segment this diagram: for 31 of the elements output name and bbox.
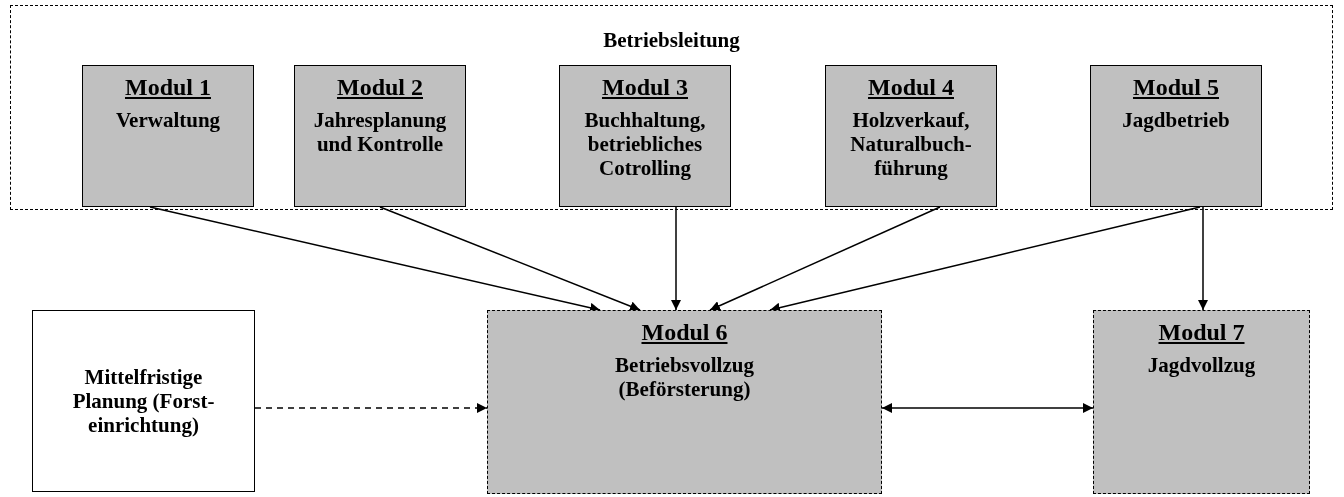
group-heading: Betriebsleitung <box>603 28 740 53</box>
module-box <box>487 310 882 494</box>
module-description: Verwaltung <box>115 107 221 132</box>
module-description: Holzverkauf, Naturalbuch-führung <box>849 107 973 180</box>
arrow <box>254 403 488 413</box>
module-title: Modul 6 <box>641 319 728 347</box>
module-box <box>82 65 254 207</box>
arrow <box>1198 206 1208 311</box>
module-title: Modul 1 <box>125 74 211 102</box>
module-title: Modul 5 <box>1133 74 1219 102</box>
module-box <box>1090 65 1262 207</box>
module-description: Jagdvollzug <box>1147 352 1256 377</box>
module-box <box>294 65 466 207</box>
planning-box <box>32 310 255 492</box>
module-title: Modul 4 <box>868 74 954 102</box>
module-box <box>1093 310 1310 494</box>
arrow <box>709 206 941 311</box>
box-text: Mittelfristige Planung (Forst-einrichtung) <box>71 364 216 438</box>
module-description: Jahresplanung und Kontrolle <box>312 107 448 156</box>
module-description: Betriebsvollzug (Beförsterung) <box>614 352 755 401</box>
arrow <box>671 206 681 311</box>
group-frame <box>10 5 1333 210</box>
module-box <box>825 65 997 207</box>
module-box <box>559 65 731 207</box>
module-title: Modul 7 <box>1158 319 1245 347</box>
arrow <box>881 403 1094 413</box>
arrow <box>379 206 641 311</box>
module-description: Buchhaltung, betriebliches Cotrolling <box>583 107 707 180</box>
module-title: Modul 3 <box>602 74 688 102</box>
module-title: Modul 2 <box>337 74 423 102</box>
module-description: Jagdbetrieb <box>1122 107 1230 132</box>
